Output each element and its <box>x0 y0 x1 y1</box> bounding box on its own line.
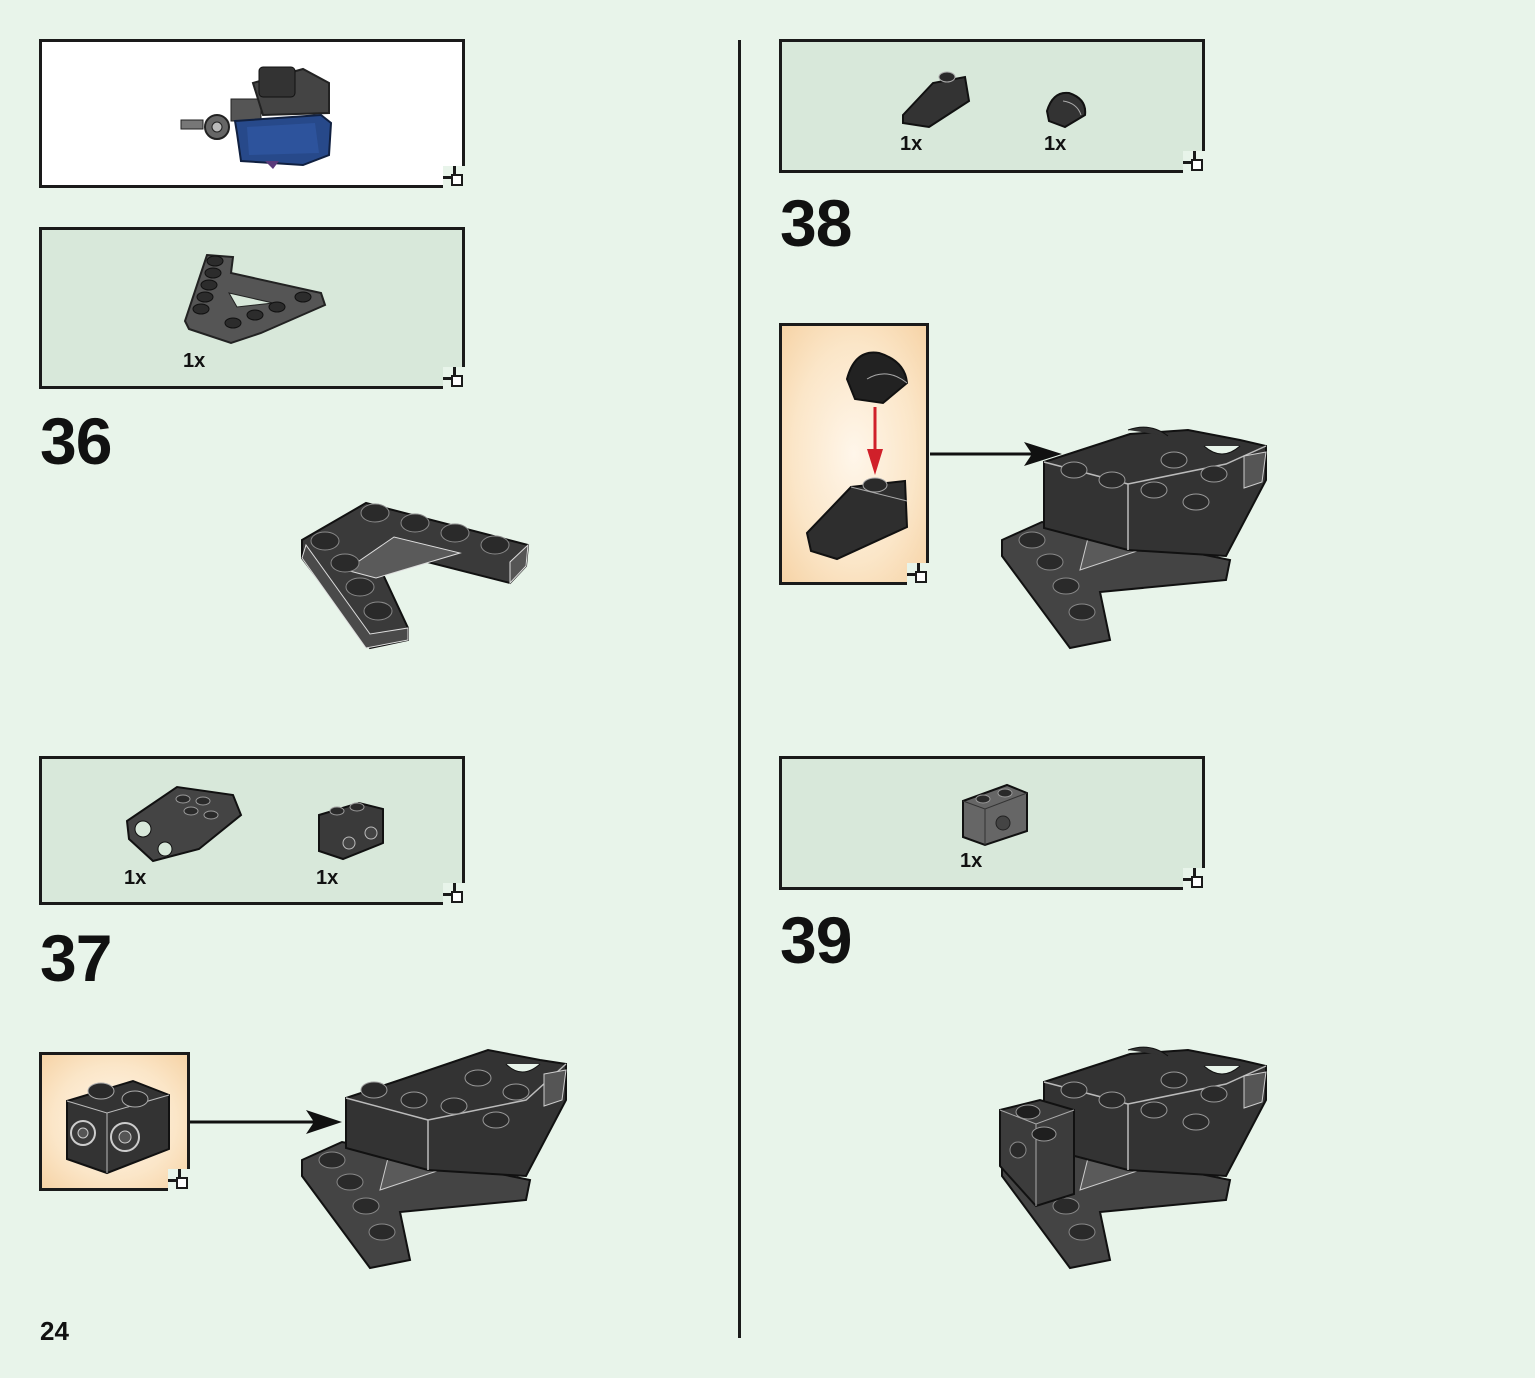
step-39-part-qty: 1x <box>960 850 983 872</box>
slope-brick-icon <box>902 71 971 129</box>
step-38-part-qty-2: 1x <box>1044 133 1067 155</box>
step-36-parts-panel: 1x <box>39 227 465 389</box>
step-38-part-qty-1: 1x <box>900 133 923 155</box>
stud-side-brick-icon <box>66 1079 170 1175</box>
previous-assembly-panel <box>39 39 465 188</box>
step-39-assembly <box>999 1046 1267 1270</box>
step-37-attach-arrow <box>190 1110 342 1134</box>
panel-corner-marker <box>443 883 465 905</box>
panel-corner-marker <box>443 166 465 188</box>
previous-assembly-icon <box>180 66 333 169</box>
step-37-part-qty-2: 1x <box>316 867 339 889</box>
angle-plate-icon <box>183 253 327 345</box>
step-36-part-qty: 1x <box>183 350 206 372</box>
panel-corner-marker <box>907 563 929 585</box>
step-38-parts-panel: 1x 1x <box>779 39 1205 173</box>
page-divider <box>738 40 741 1338</box>
panel-corner-marker <box>1183 151 1205 173</box>
page-number: 24 <box>40 1316 69 1346</box>
step-number-36: 36 <box>40 404 112 478</box>
step-37-parts-panel: 1x 1x <box>39 756 465 905</box>
step-39-parts-panel: 1x <box>779 756 1205 890</box>
slope-brick-icon <box>805 351 909 561</box>
step-number-37: 37 <box>40 921 112 995</box>
step-38-attach-arrow <box>930 442 1062 466</box>
step-number-39: 39 <box>780 903 852 977</box>
panel-corner-marker <box>1183 868 1205 890</box>
step-number-38: 38 <box>780 186 852 260</box>
panel-corner-marker <box>168 1169 190 1191</box>
step-37-part-qty-1: 1x <box>124 867 147 889</box>
round-brick-icon <box>1045 91 1087 129</box>
hinge-brick-icon <box>125 785 243 863</box>
technic-brick-icon <box>962 783 1028 847</box>
step-37-subassembly-callout <box>39 1052 190 1191</box>
step-38-assembly <box>1001 426 1267 650</box>
step-37-assembly <box>301 1048 567 1270</box>
panel-corner-marker <box>443 367 465 389</box>
step-36-assembly <box>301 501 530 650</box>
stud-side-brick-icon <box>318 801 384 861</box>
step-38-subassembly-callout <box>779 323 929 585</box>
